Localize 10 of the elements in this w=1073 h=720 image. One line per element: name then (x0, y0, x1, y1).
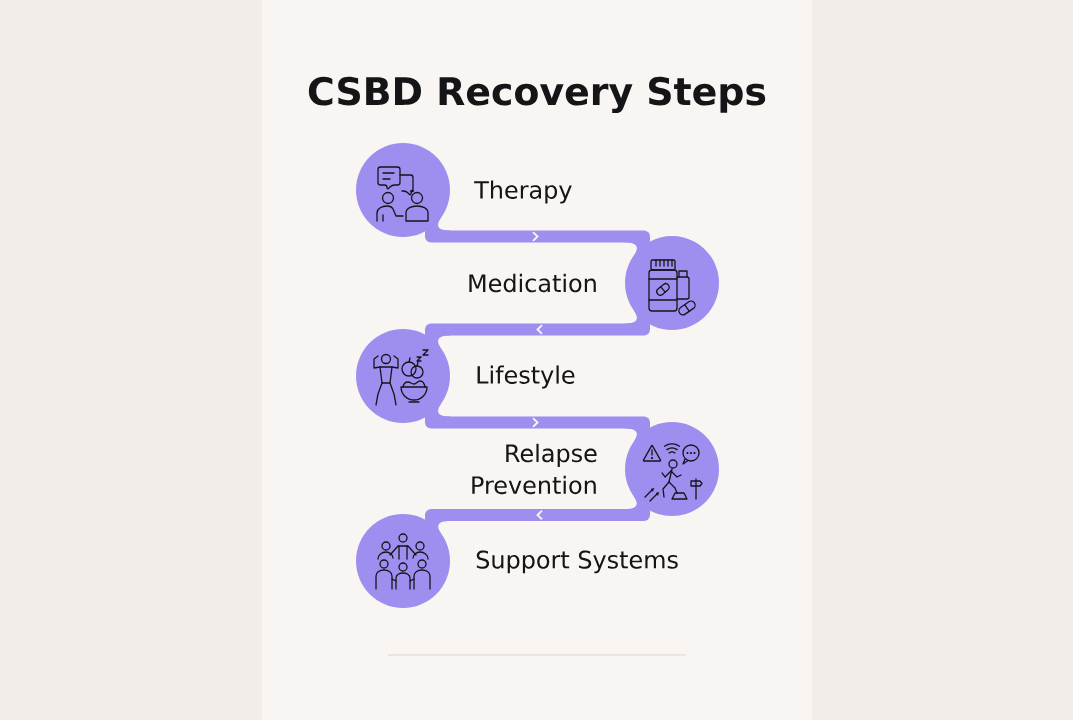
step-label: Relapse Prevention (472, 443, 597, 495)
step-label: Lifestyle (477, 365, 575, 389)
step-label: Therapy (474, 180, 572, 204)
step-label: Medication (469, 273, 596, 293)
title: CSBD Recovery Steps (308, 76, 766, 114)
connector-band (425, 216, 650, 257)
connector-band (425, 402, 650, 443)
connector-band (425, 309, 650, 350)
connector-band (425, 495, 650, 535)
step-label: Support Systems (476, 550, 678, 574)
